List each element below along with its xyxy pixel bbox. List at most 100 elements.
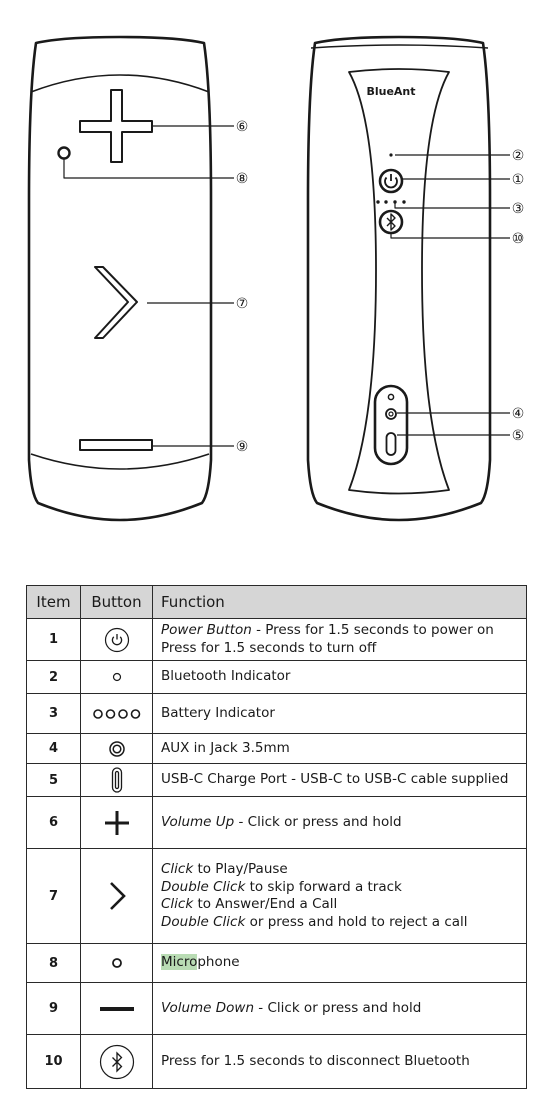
function-text: Volume Up - Click or press and hold (152, 796, 527, 849)
function-segment: Volume Down (161, 999, 255, 1016)
function-line: Volume Up - Click or press and hold (161, 814, 526, 832)
header-button: Button (80, 585, 153, 619)
function-text: Battery Indicator (152, 693, 527, 734)
function-segment: - Click or press and hold (234, 813, 402, 830)
table-row: 4 AUX in Jack 3.5mm (26, 733, 527, 764)
table-row: 1 Power Button - Press for 1.5 seconds to… (26, 618, 527, 661)
battery-dots-icon (81, 708, 152, 720)
function-segment: Press for 1.5 seconds to turn off (161, 639, 377, 656)
speaker-back-view (306, 35, 510, 522)
function-segment: - Click or press and hold (254, 999, 422, 1016)
play-pause-button (94, 266, 138, 339)
button-cell (80, 943, 153, 983)
callout-10: ⑩ (512, 231, 525, 247)
callout-9: ⑨ (236, 439, 249, 455)
function-segment: Power Button (161, 622, 252, 638)
function-segment: Battery Indicator (161, 704, 275, 721)
header-function: Function (152, 585, 527, 619)
usb-c-port (385, 432, 397, 456)
item-number: 1 (26, 618, 81, 661)
table-header-row: Item Button Function (26, 585, 527, 619)
button-cell (80, 763, 153, 797)
table-row: 2 Bluetooth Indicator (26, 660, 527, 694)
function-line: Double Click to skip forward a track (161, 879, 526, 897)
header-item: Item (26, 585, 81, 619)
table-row: 6 Volume Up - Click or press and hold (26, 796, 527, 849)
function-text: AUX in Jack 3.5mm (152, 733, 527, 764)
table-row: 9 Volume Down - Click or press and hold (26, 982, 527, 1035)
function-line: Bluetooth Indicator (161, 668, 526, 686)
microphone-hole (57, 146, 71, 160)
volume-up-button (79, 89, 153, 163)
function-text: Volume Down - Click or press and hold (152, 982, 527, 1035)
port-cover (373, 384, 409, 466)
function-segment: Micro (161, 954, 198, 971)
function-segment: Double Click (161, 878, 246, 895)
callout-5: ⑤ (512, 428, 525, 444)
item-number: 7 (26, 848, 81, 944)
function-segment: AUX in Jack 3.5mm (161, 739, 290, 756)
function-segment: Press for 1.5 seconds to disconnect Blue… (161, 1052, 470, 1069)
function-segment: to Answer/End a Call (193, 896, 338, 912)
item-number: 10 (26, 1034, 81, 1089)
battery-indicator (376, 200, 406, 204)
speaker-front-view (27, 35, 234, 522)
button-cell (80, 693, 153, 734)
function-line: Press for 1.5 seconds to turn off (161, 640, 526, 658)
function-line: Click to Answer/End a Call (161, 896, 526, 914)
item-number: 3 (26, 693, 81, 734)
function-line: AUX in Jack 3.5mm (161, 740, 526, 758)
bluetooth-icon (81, 1044, 152, 1080)
function-line: Battery Indicator (161, 705, 526, 723)
aux-jack (385, 408, 397, 420)
table-row: 3 Battery Indicator (26, 693, 527, 734)
button-cell (80, 796, 153, 849)
usb-c-port-icon (81, 767, 152, 793)
function-segment: to skip forward a track (245, 878, 402, 895)
function-line: USB-C Charge Port - USB-C to USB-C cable… (161, 771, 526, 789)
table-row: 8 Microphone (26, 943, 527, 983)
function-line: Double Click or press and hold to reject… (161, 914, 526, 932)
item-number: 9 (26, 982, 81, 1035)
item-number: 4 (26, 733, 81, 764)
function-segment: Double Click (161, 913, 246, 930)
function-segment: USB-C Charge Port - USB-C to USB-C cable… (161, 771, 509, 788)
function-segment: Click (161, 896, 194, 912)
callout-2: ② (512, 148, 525, 164)
table-row: 10 Press for 1.5 seconds to disconnect Bl… (26, 1034, 527, 1089)
volume-down-button (79, 439, 153, 451)
chevron-right-icon (81, 881, 152, 911)
bluetooth-indicator (389, 153, 393, 157)
function-text: Microphone (152, 943, 527, 983)
item-number: 5 (26, 763, 81, 797)
callout-1: ① (512, 172, 525, 188)
function-text: Press for 1.5 seconds to disconnect Blue… (152, 1034, 527, 1089)
callout-4: ④ (512, 406, 525, 422)
speaker-diagram: BlueAnt ⑥ ⑧ ⑦ ⑨ ② ① ③ ⑩ ④ ⑤ (27, 35, 525, 522)
function-segment: phone (197, 954, 240, 971)
function-line: Volume Down - Click or press and hold (161, 1000, 526, 1018)
callout-6: ⑥ (236, 119, 249, 135)
function-segment: Bluetooth Indicator (161, 668, 291, 685)
button-cell (80, 848, 153, 944)
function-line: Click to Play/Pause (161, 861, 526, 879)
function-segment: Click (161, 861, 194, 877)
callout-7: ⑦ (236, 296, 249, 312)
power-icon (81, 627, 152, 653)
power-button (378, 168, 404, 194)
function-text: Bluetooth Indicator (152, 660, 527, 694)
callout-8: ⑧ (236, 171, 249, 187)
button-cell (80, 982, 153, 1035)
minus-icon (81, 1006, 152, 1012)
item-number: 2 (26, 660, 81, 694)
button-cell (80, 660, 153, 694)
item-number: 8 (26, 943, 81, 983)
microphone-icon (81, 957, 152, 969)
item-number: 6 (26, 796, 81, 849)
function-text: USB-C Charge Port - USB-C to USB-C cable… (152, 763, 527, 797)
callout-3: ③ (512, 201, 525, 217)
function-segment: - Press for 1.5 seconds to power on (251, 622, 494, 638)
aux-jack-icon (81, 740, 152, 758)
